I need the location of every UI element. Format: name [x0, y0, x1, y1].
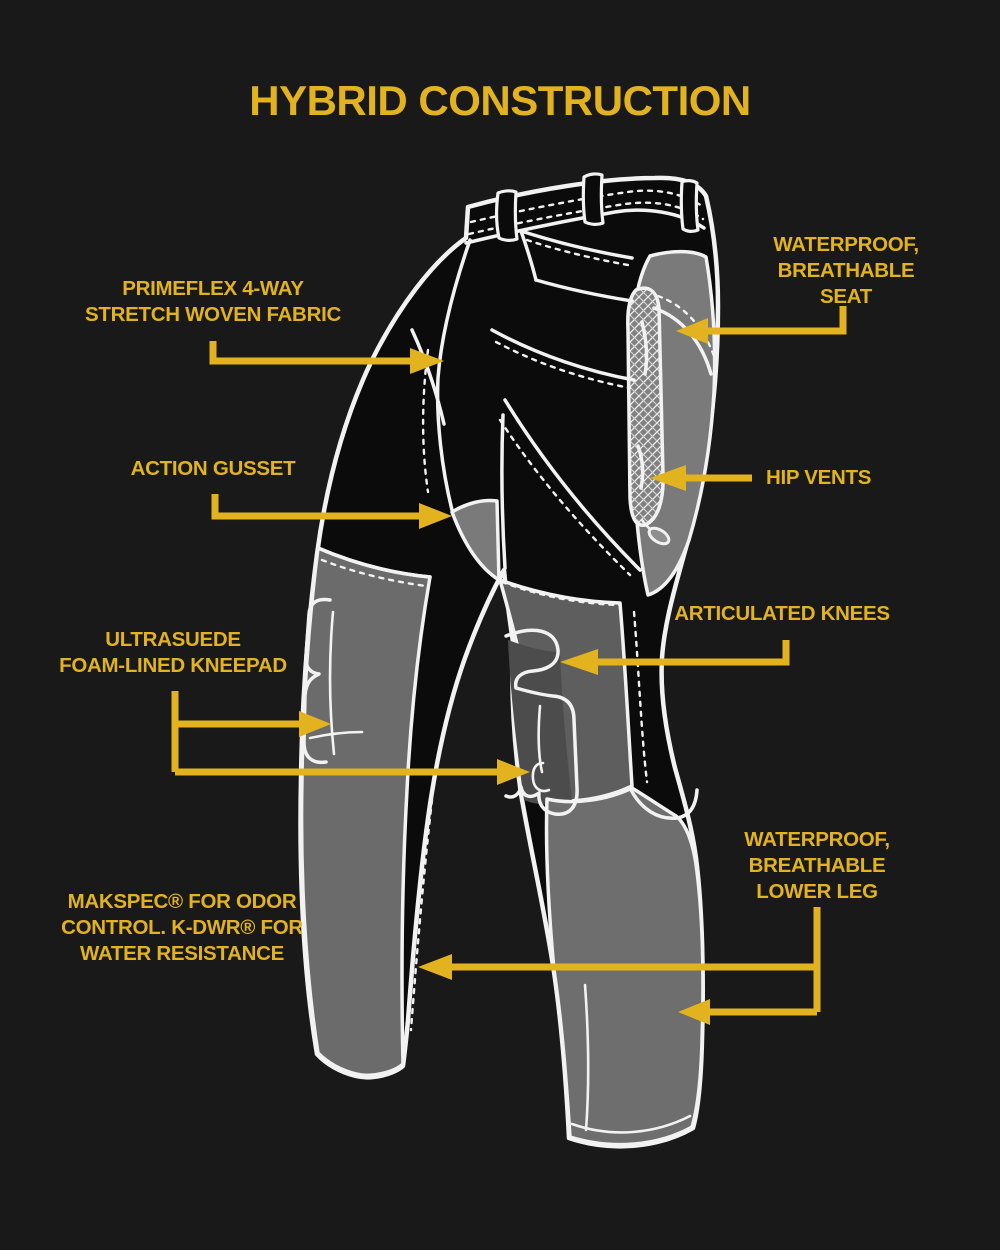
callout-primeflex: PRIMEFLEX 4-WAY STRETCH WOVEN FABRIC [85, 277, 341, 326]
gusset-arrow [211, 494, 452, 529]
kneepad-arrow [171, 691, 530, 785]
zipper-pull [640, 518, 671, 546]
left-leg-panel [299, 546, 432, 1077]
side-seam [410, 238, 472, 512]
right-kneepad-outline [504, 628, 579, 816]
thigh-seams [498, 398, 642, 577]
callout-gusset: ACTION GUSSET [130, 457, 296, 480]
belt-loop [581, 172, 605, 226]
pants-illustration [298, 172, 721, 1149]
primeflex-arrow [209, 341, 444, 374]
hip-vents-arrow [650, 465, 752, 491]
back-pocket [519, 229, 634, 303]
callout-makspec: MAKSPEC® FOR ODOR CONTROL. K-DWR® FOR WA… [61, 890, 303, 965]
lower-leg-arrow [418, 907, 821, 1025]
callout-seat: WATERPROOF, BREATHABLE SEAT [773, 233, 919, 308]
callout-hip-vents: HIP VENTS [766, 466, 872, 489]
callout-lower-leg: WATERPROOF, BREATHABLE LOWER LEG [744, 828, 890, 903]
seat-arrow [676, 306, 847, 344]
belt-loop [679, 179, 700, 233]
hip-yoke-seam [490, 328, 636, 382]
hip-vent-mesh [626, 286, 665, 527]
knees-arrow [560, 640, 790, 675]
belt-loop [495, 189, 519, 242]
callout-kneepad: ULTRASUEDE FOAM-LINED KNEEPAD [59, 628, 287, 677]
page-title: HYBRID CONSTRUCTION [249, 77, 751, 124]
action-gusset-shape [450, 498, 501, 582]
left-kneepad-outline [302, 597, 364, 765]
callout-knees: ARTICULATED KNEES [674, 602, 890, 625]
